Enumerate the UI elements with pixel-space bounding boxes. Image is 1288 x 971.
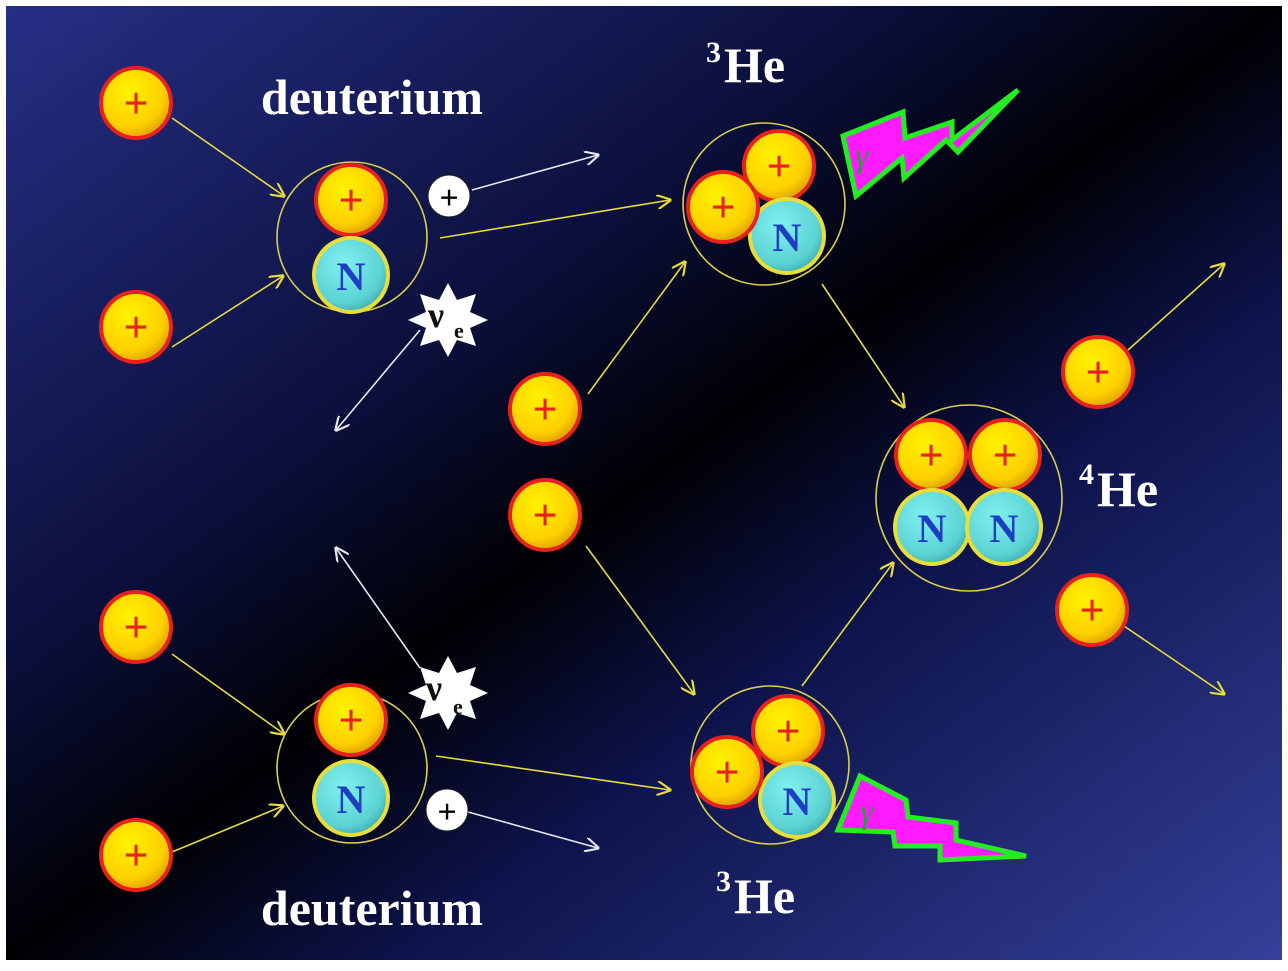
deuterium-top: + N <box>312 163 390 314</box>
neutrino-subscript: e <box>453 694 463 719</box>
neutron-symbol: N <box>783 779 812 824</box>
neutron: N <box>748 197 826 275</box>
proton-symbol: + <box>338 696 363 745</box>
neutron-symbol: N <box>337 777 366 822</box>
proton: + <box>99 290 173 364</box>
neutron: N <box>312 236 390 314</box>
proton: + <box>686 170 760 244</box>
proton: + <box>968 418 1042 492</box>
neutrino-top: ν e <box>408 283 488 357</box>
proton: + <box>1061 335 1135 409</box>
neutron: N <box>758 761 836 839</box>
proton: + <box>894 418 968 492</box>
neutron-symbol: N <box>337 254 366 299</box>
positron-bottom: + <box>425 788 469 832</box>
proton-symbol: + <box>775 707 800 756</box>
he3-top-label: 3 He <box>706 36 785 93</box>
he4-mass-number: 4 <box>1079 458 1094 491</box>
proton-symbol: + <box>1079 586 1104 635</box>
he4-ring <box>875 404 1063 592</box>
positron-symbol: + <box>439 180 458 217</box>
he4-label: 4 He <box>1079 458 1158 517</box>
neutrino-bottom: ν e <box>408 656 488 730</box>
deuterium-top-label: deuterium <box>261 69 483 125</box>
positron-top: + <box>427 174 471 218</box>
background-panel <box>6 6 1282 960</box>
gamma-ray-top: γ <box>840 88 1020 201</box>
positron-symbol: + <box>437 794 456 831</box>
neutrino-symbol: ν <box>425 668 442 708</box>
proton-symbol: + <box>992 431 1017 480</box>
he3-top: + N + <box>686 129 826 275</box>
proton-symbol: + <box>532 385 557 434</box>
he3-bottom-element: He <box>734 868 795 924</box>
proton: + <box>99 66 173 140</box>
proton: + <box>508 372 582 446</box>
proton-symbol: + <box>338 176 363 225</box>
neutron: N <box>893 488 971 566</box>
he3-bottom-mass-number: 3 <box>716 865 731 898</box>
neutron-symbol: N <box>990 506 1019 551</box>
he3-top-ring <box>682 122 846 286</box>
proton: + <box>99 590 173 664</box>
reaction-arrows <box>171 117 1224 853</box>
he3-top-element: He <box>724 37 785 93</box>
he3-bottom-label: 3 He <box>716 865 795 924</box>
proton-symbol: + <box>123 79 148 128</box>
proton: + <box>314 683 388 757</box>
proton: + <box>742 129 816 203</box>
free-protons: + + + + + + + + <box>99 66 1135 892</box>
proton: + <box>751 694 825 768</box>
proton-symbol: + <box>532 491 557 540</box>
he4-nucleus: + + N N <box>893 418 1043 566</box>
he3-top-mass-number: 3 <box>706 36 721 69</box>
proton-symbol: + <box>766 142 791 191</box>
deuterium-bottom-label: deuterium <box>261 880 483 936</box>
proton: + <box>314 163 388 237</box>
neutron-symbol: N <box>918 506 947 551</box>
neutrino-subscript: e <box>454 318 464 343</box>
proton: + <box>508 478 582 552</box>
neutron: N <box>312 759 390 837</box>
proton: + <box>99 818 173 892</box>
proton-symbol: + <box>710 183 735 232</box>
proton-symbol: + <box>918 431 943 480</box>
proton: + <box>690 735 764 809</box>
neutrino-symbol: ν <box>427 295 444 335</box>
gamma-symbol-bottom: γ <box>860 794 875 831</box>
proton: + <box>1055 573 1129 647</box>
gamma-symbol-top: γ <box>855 138 870 175</box>
proton-symbol: + <box>123 303 148 352</box>
proton-symbol: + <box>1085 348 1110 397</box>
he4-element: He <box>1097 461 1158 517</box>
neutron: N <box>965 488 1043 566</box>
gamma-ray-bottom: γ <box>834 772 1027 863</box>
he3-bottom: + N + <box>690 694 836 839</box>
neutron-symbol: N <box>773 215 802 260</box>
proton-symbol: + <box>714 748 739 797</box>
proton-symbol: + <box>123 831 148 880</box>
proton-symbol: + <box>123 603 148 652</box>
deuterium-bottom: + N <box>312 683 390 837</box>
